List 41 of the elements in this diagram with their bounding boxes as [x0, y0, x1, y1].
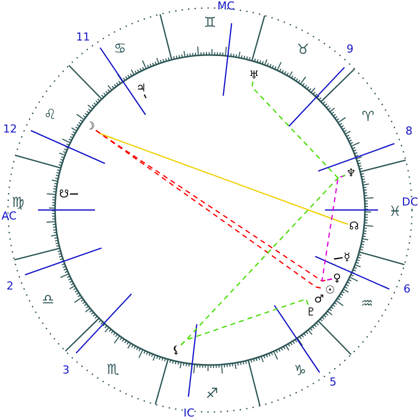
zodiac-sign-symbol: ♑ [294, 364, 306, 378]
house-number: 8 [406, 126, 412, 136]
planet-symbol: ⚸ [172, 344, 180, 356]
leader-line [70, 193, 78, 195]
planet-symbol: ☊ [349, 220, 359, 232]
angle-label: AC [2, 210, 16, 222]
house-number: 11 [76, 32, 90, 42]
zodiac-sign-symbol: ♒ [360, 297, 374, 311]
zodiac-sign-symbol: ♓ [388, 205, 402, 219]
angle-label: MC [217, 0, 235, 12]
planet-symbol: ♀ [332, 272, 342, 284]
planet-symbol: ☋ [59, 188, 69, 200]
zodiac-sign-symbol: ♍ [12, 196, 24, 210]
planet-symbol: ☉ [325, 284, 335, 296]
house-number: 3 [62, 364, 70, 376]
zodiac-sign-symbol: ♋ [114, 42, 126, 56]
planet-symbol: ☽ [85, 120, 95, 132]
zodiac-sign-symbol: ♏ [106, 363, 120, 377]
planet-symbol: ♃ [136, 82, 146, 94]
zodiac-sign-symbol: ♐ [206, 387, 218, 401]
zodiac-sign-symbol: ♊ [204, 16, 216, 30]
angle-label: DC [402, 196, 418, 208]
zodiac-sign-symbol: ♈ [362, 110, 374, 124]
house-number: 5 [330, 376, 336, 388]
planet-symbol: ☿ [344, 252, 350, 262]
house-number: 6 [404, 284, 410, 294]
planet-symbol: ♆ [346, 168, 356, 178]
house-number: 2 [6, 280, 14, 292]
house-number: 9 [346, 44, 354, 54]
planet-symbol: ♇ [306, 306, 316, 318]
leader-line [144, 94, 147, 98]
aspect-line [180, 298, 310, 346]
leader-line [334, 257, 343, 260]
house-number: 12 [3, 124, 17, 134]
planet-symbol: ♅ [249, 70, 259, 80]
zodiac-sign-symbol: ♉ [296, 43, 310, 57]
planet-symbol: ♂ [314, 294, 324, 304]
zodiac-sign-symbol: ♎ [42, 293, 54, 307]
aspect-line [321, 174, 346, 282]
angle-label: IC [184, 408, 194, 418]
zodiac-sign-symbol: ♌ [44, 108, 56, 122]
